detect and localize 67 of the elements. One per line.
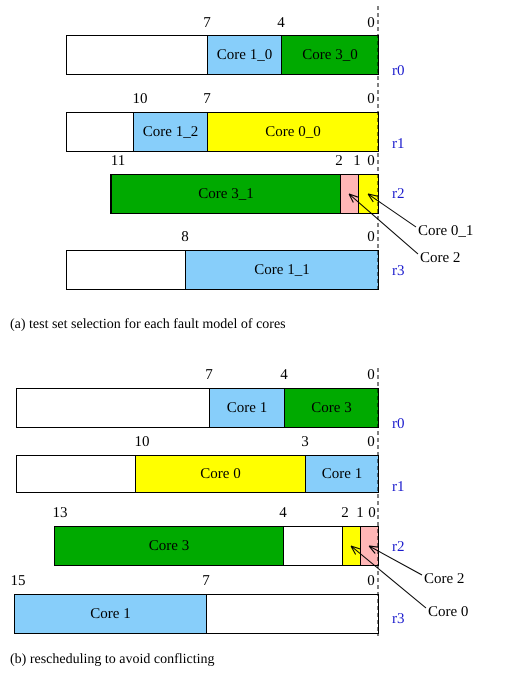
caption: (b) rescheduling to avoid conflicting [10,651,214,669]
tick-number: 0 [367,572,375,590]
tick-number: 3 [301,433,309,451]
core-segment [342,526,361,566]
tick-number: 0 [367,433,375,451]
tick-number: 4 [280,366,288,384]
core-segment: Core 1_0 [207,35,282,75]
tick-number: 8 [181,228,189,246]
core-label: Core 2 [420,249,460,267]
tick-number: 0 [367,366,375,384]
tick-number: 11 [110,152,126,170]
tick-number: 10 [134,433,150,451]
core-label: Core 0 [428,603,468,621]
leader-arrow [350,545,426,608]
tick-number: 0 [367,152,375,170]
tick-number: 4 [279,504,287,522]
register-row [66,35,379,75]
row-label: r2 [392,538,404,556]
core-segment: Core 0 [135,455,306,493]
core-segment: Core 3_1 [111,174,341,214]
core-segment: Core 3_0 [281,35,379,75]
tick-number: 0 [367,90,375,108]
register-row [66,250,379,290]
tick-number: 1 [356,504,364,522]
tick-number: 7 [203,90,211,108]
tick-number: 2 [341,504,349,522]
tick-number: 10 [132,90,148,108]
core-segment: Core 1_1 [185,250,379,290]
row-label: r0 [392,415,404,433]
row-label: r3 [392,262,404,280]
tick-number: 15 [10,572,26,590]
core-label: Core 2 [424,570,464,588]
core-segment: Core 3 [54,526,284,566]
core-segment: Core 1 [209,388,285,428]
row-label: r0 [392,62,404,80]
tick-number: 7 [203,14,211,32]
tick-number: 7 [202,572,210,590]
tick-number: 2 [335,152,343,170]
row-label: r1 [392,478,404,496]
register-row [66,112,379,152]
core-segment: Core 1_2 [133,112,208,152]
register-row [16,388,379,428]
tick-number: 0 [367,228,375,246]
core-segment [340,174,359,214]
tick-number: 7 [205,366,213,384]
core-segment: Core 0_0 [207,112,379,152]
tick-number: 4 [277,14,285,32]
row-label: r3 [392,610,404,628]
core-label: Core 0_1 [418,222,474,240]
leader-arrow [367,193,416,228]
register-row [54,526,379,566]
core-segment [360,526,379,566]
leader-arrow [348,193,418,254]
tick-number: 0 [368,504,376,522]
caption: (a) test set selection for each fault model of cores [10,316,286,334]
tick-number: 0 [367,14,375,32]
core-segment: Core 3 [284,388,379,428]
leader-arrow [368,545,422,576]
row-label: r2 [392,185,404,203]
tick-number: 13 [52,504,68,522]
core-segment: Core 1 [305,455,379,493]
register-row [14,594,379,634]
tick-number: 1 [353,152,361,170]
core-segment: Core 1 [14,594,207,634]
core-segment [358,174,379,214]
register-row [16,455,379,493]
row-label: r1 [392,135,404,153]
